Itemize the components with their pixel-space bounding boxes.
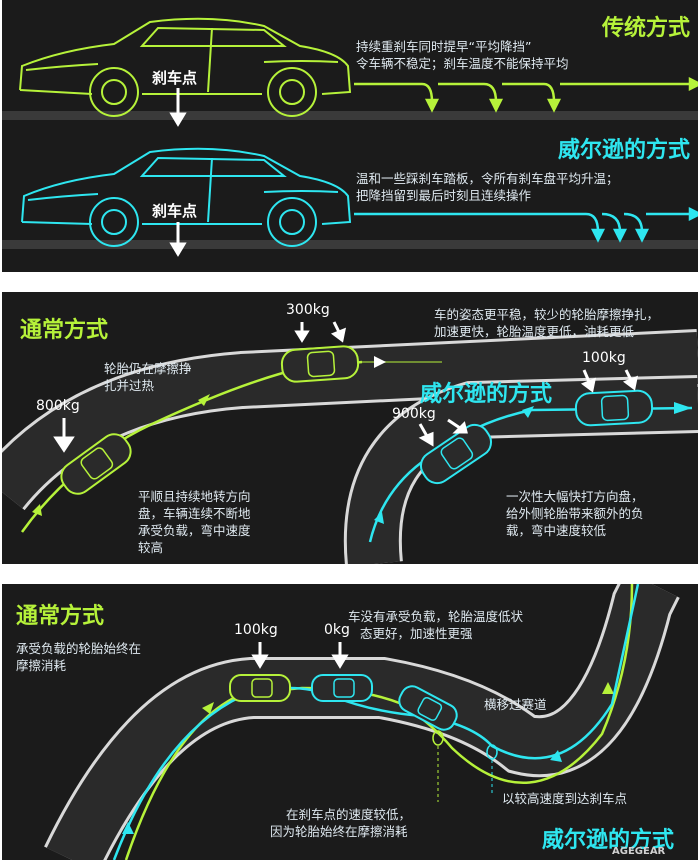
- weight-label-900kg: 900kg: [392, 406, 436, 422]
- cyan-car-900kg: [419, 423, 493, 485]
- wilson-method-title: 威尔逊的方式: [557, 138, 690, 163]
- green-car-300kg: [280, 345, 360, 383]
- cyan-car-crossing: [398, 685, 458, 731]
- green-line-arrow: [202, 702, 214, 714]
- brake-point-label-top: 刹车点: [152, 69, 198, 87]
- green-car-100kg: [229, 674, 291, 702]
- green-downshift-arrows: [354, 76, 698, 113]
- turn-note-line3: 载，弯中速度较低: [506, 523, 607, 538]
- weight-label-300kg: 300kg: [286, 302, 330, 318]
- road-surface: [46, 584, 678, 860]
- weight-label-100kg: 100kg: [582, 350, 626, 366]
- normal-method-title: 通常方式: [20, 318, 109, 343]
- wilson-desc-line2: 把降挡留到最后时刻且连续操作: [356, 188, 532, 203]
- cross-track-note: 横移过赛道: [484, 697, 547, 712]
- green-line-arrow: [198, 394, 210, 406]
- cyan-line-arrow: [550, 750, 562, 762]
- green-exit-arrow: [374, 356, 386, 368]
- turn-note-line1: 一次性大幅快打方向盘，: [506, 489, 644, 504]
- smooth-steer-line3: 承受负载，弯中速度: [138, 523, 251, 538]
- smooth-steer-line1: 平顺且持续地转方向: [138, 489, 251, 504]
- low-speed-note-line1: 在刹车点的速度较低，: [286, 807, 412, 822]
- cyan-exit-arrow: [674, 402, 692, 414]
- high-speed-note: 以较高速度到达刹车点: [502, 791, 628, 806]
- left-road-surface: [2, 332, 698, 509]
- stable-note-line2: 加速更快，轮胎温度更低，油耗更低: [434, 324, 635, 339]
- brake-point-arrow-top: [169, 88, 187, 127]
- cyan-brake-marker: [486, 744, 498, 760]
- cyan-car-illustration: [21, 147, 352, 247]
- chicane-line-panel: 通常方式 承受负载的轮胎始终在 摩擦消耗 100kg 0kg 车没有承受负载，轮…: [2, 584, 698, 860]
- cyan-line-arrow-start: [122, 822, 134, 834]
- brake-point-arrow-bottom: [169, 222, 187, 257]
- cyan-car-0kg: [311, 674, 373, 702]
- cyan-line-arrow: [522, 406, 534, 418]
- low-speed-note-line2: 因为轮胎始终在摩擦消耗: [270, 824, 408, 839]
- no-load-note-line1: 车没有承受负载，轮胎温度低状: [348, 609, 524, 624]
- no-load-note-line2: 态更好，加速性更强: [360, 626, 473, 641]
- wilson-method-title: 威尔逊的方式: [542, 828, 675, 853]
- tire-note-line1: 轮胎仍在摩擦挣: [104, 361, 192, 376]
- traditional-desc-line1: 持续重刹车同时提早“平均降挡”: [356, 39, 532, 54]
- normal-method-title: 通常方式: [16, 604, 105, 629]
- turn-note-line2: 给外侧轮胎带来额外的负: [506, 506, 644, 521]
- cornering-diagram: [2, 321, 698, 564]
- traditional-method-title: 传统方式: [601, 16, 690, 41]
- green-car-800kg: [60, 433, 132, 495]
- green-brake-marker: [432, 730, 444, 746]
- weight-label-0kg: 0kg: [324, 622, 350, 638]
- cyan-racing-line: [112, 584, 640, 860]
- braking-diagram: [2, 17, 698, 257]
- green-line-arrow-start: [32, 504, 42, 516]
- weight-label-100kg: 100kg: [234, 622, 278, 638]
- cyan-line-arrow-start: [374, 512, 384, 524]
- brake-point-label-bottom: 刹车点: [152, 202, 198, 220]
- cyan-downshift-arrows: [354, 206, 698, 243]
- wilson-method-title: 威尔逊的方式: [420, 382, 553, 407]
- weight-label-800kg: 800kg: [36, 398, 80, 414]
- top-road: [2, 111, 698, 120]
- load-arrows: [251, 642, 349, 669]
- wear-note-line2: 摩擦消耗: [16, 658, 67, 673]
- smooth-steer-line2: 盘，车辆连续不断地: [138, 506, 251, 521]
- wear-note-line1: 承受负载的轮胎始终在: [16, 641, 142, 656]
- traditional-desc-line2: 令车辆不稳定；刹车温度不能保持平均: [356, 56, 569, 71]
- tire-note-line2: 扎并过热: [104, 378, 155, 393]
- braking-comparison-panel: 传统方式 持续重刹车同时提早“平均降挡” 令车辆不稳定；刹车温度不能保持平均 刹…: [2, 0, 698, 272]
- green-racing-line: [20, 360, 363, 533]
- bottom-road: [2, 240, 698, 249]
- wilson-desc-line1: 温和一些踩刹车踏板，令所有刹车盘平均升温；: [356, 171, 619, 186]
- stable-note-line1: 车的姿态更平稳，较少的轮胎摩擦挣扎，: [434, 307, 660, 322]
- cyan-car-100kg: [574, 389, 654, 427]
- green-line-arrow-exit: [602, 682, 614, 694]
- watermark: AGEGEAR: [612, 846, 666, 857]
- green-car-illustration: [19, 17, 352, 117]
- chicane-diagram: [44, 584, 680, 860]
- smooth-steer-line4: 较高: [138, 540, 164, 555]
- cornering-line-panel: 通常方式 800kg 300kg 轮胎仍在摩擦挣 扎并过热 平顺且持续地转方向 …: [2, 292, 698, 564]
- load-arrows: [53, 321, 639, 453]
